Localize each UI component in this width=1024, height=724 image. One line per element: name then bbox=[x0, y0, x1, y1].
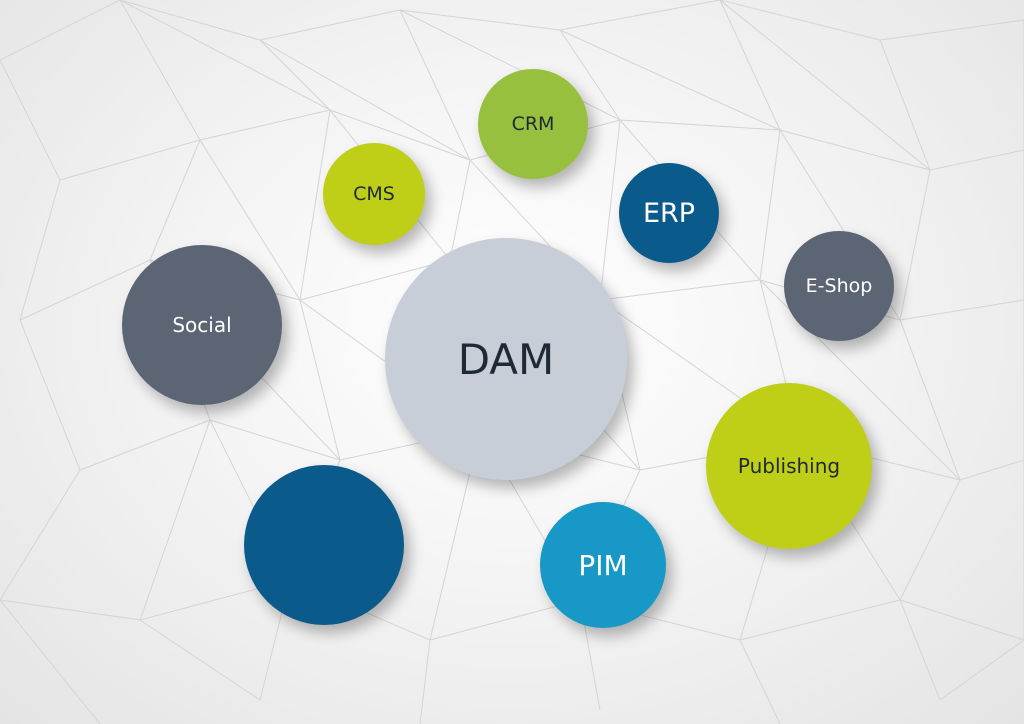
node-pim-label: PIM bbox=[578, 548, 628, 582]
background-line bbox=[599, 119, 621, 301]
background-line bbox=[209, 419, 341, 461]
node-crm-label: CRM bbox=[511, 113, 555, 135]
background-line bbox=[0, 59, 61, 181]
background-line bbox=[899, 599, 941, 701]
background-line bbox=[899, 299, 1024, 321]
background-line bbox=[19, 259, 151, 321]
node-crm: CRM bbox=[478, 69, 588, 179]
background-line bbox=[259, 9, 401, 41]
node-dam: DAM bbox=[385, 238, 627, 480]
background-line bbox=[559, 0, 721, 31]
background-line bbox=[199, 139, 301, 301]
background-line bbox=[0, 599, 101, 724]
background-line bbox=[739, 599, 901, 641]
background-line bbox=[259, 39, 331, 111]
background-line bbox=[329, 109, 471, 161]
background-line bbox=[879, 39, 931, 171]
node-social-label: Social bbox=[172, 313, 232, 337]
background-line bbox=[79, 419, 211, 471]
background-line bbox=[899, 319, 961, 481]
background-line bbox=[299, 259, 451, 301]
node-erp: ERP bbox=[619, 163, 719, 263]
background-line bbox=[449, 159, 471, 261]
background-line bbox=[739, 639, 781, 724]
background-line bbox=[599, 279, 761, 301]
node-publishing-label: Publishing bbox=[737, 454, 841, 478]
background-line bbox=[399, 9, 471, 161]
node-unlabeled bbox=[244, 465, 404, 625]
background-line bbox=[719, 0, 931, 171]
background-line bbox=[879, 19, 1024, 41]
background-line bbox=[119, 0, 261, 41]
node-social: Social bbox=[122, 245, 282, 405]
background-line bbox=[199, 109, 331, 141]
background-line bbox=[19, 319, 81, 471]
background-line bbox=[759, 129, 781, 281]
node-cms-label: CMS bbox=[353, 183, 395, 205]
background-line bbox=[0, 469, 81, 601]
background-line bbox=[19, 179, 61, 321]
background-line bbox=[619, 119, 781, 131]
background-line bbox=[779, 129, 931, 171]
background-line bbox=[959, 459, 1024, 481]
background-line bbox=[559, 29, 781, 131]
background-line bbox=[939, 639, 1024, 701]
background-line bbox=[299, 109, 331, 301]
background-line bbox=[59, 139, 201, 181]
node-eshop-label: E-Shop bbox=[805, 275, 873, 297]
node-erp-label: ERP bbox=[642, 197, 696, 229]
node-dam-label: DAM bbox=[457, 334, 555, 384]
background-line bbox=[149, 139, 201, 261]
background-line bbox=[0, 0, 121, 61]
background-line bbox=[139, 419, 211, 621]
background-line bbox=[899, 169, 931, 321]
background-line bbox=[139, 619, 261, 701]
background-line bbox=[559, 29, 621, 121]
background-line bbox=[299, 299, 341, 461]
background-line bbox=[719, 0, 781, 131]
background-line bbox=[399, 9, 561, 31]
background-line bbox=[719, 0, 881, 41]
background-line bbox=[899, 599, 1024, 641]
background-line bbox=[119, 0, 331, 111]
background-line bbox=[929, 149, 1024, 171]
node-eshop: E-Shop bbox=[784, 231, 894, 341]
node-cms: CMS bbox=[323, 143, 425, 245]
background-line bbox=[119, 0, 201, 141]
background-line bbox=[259, 39, 471, 161]
background-line bbox=[419, 639, 431, 724]
background-line bbox=[0, 599, 141, 621]
node-pim: PIM bbox=[540, 502, 666, 628]
background-line bbox=[899, 479, 961, 601]
node-publishing: Publishing bbox=[706, 383, 872, 549]
